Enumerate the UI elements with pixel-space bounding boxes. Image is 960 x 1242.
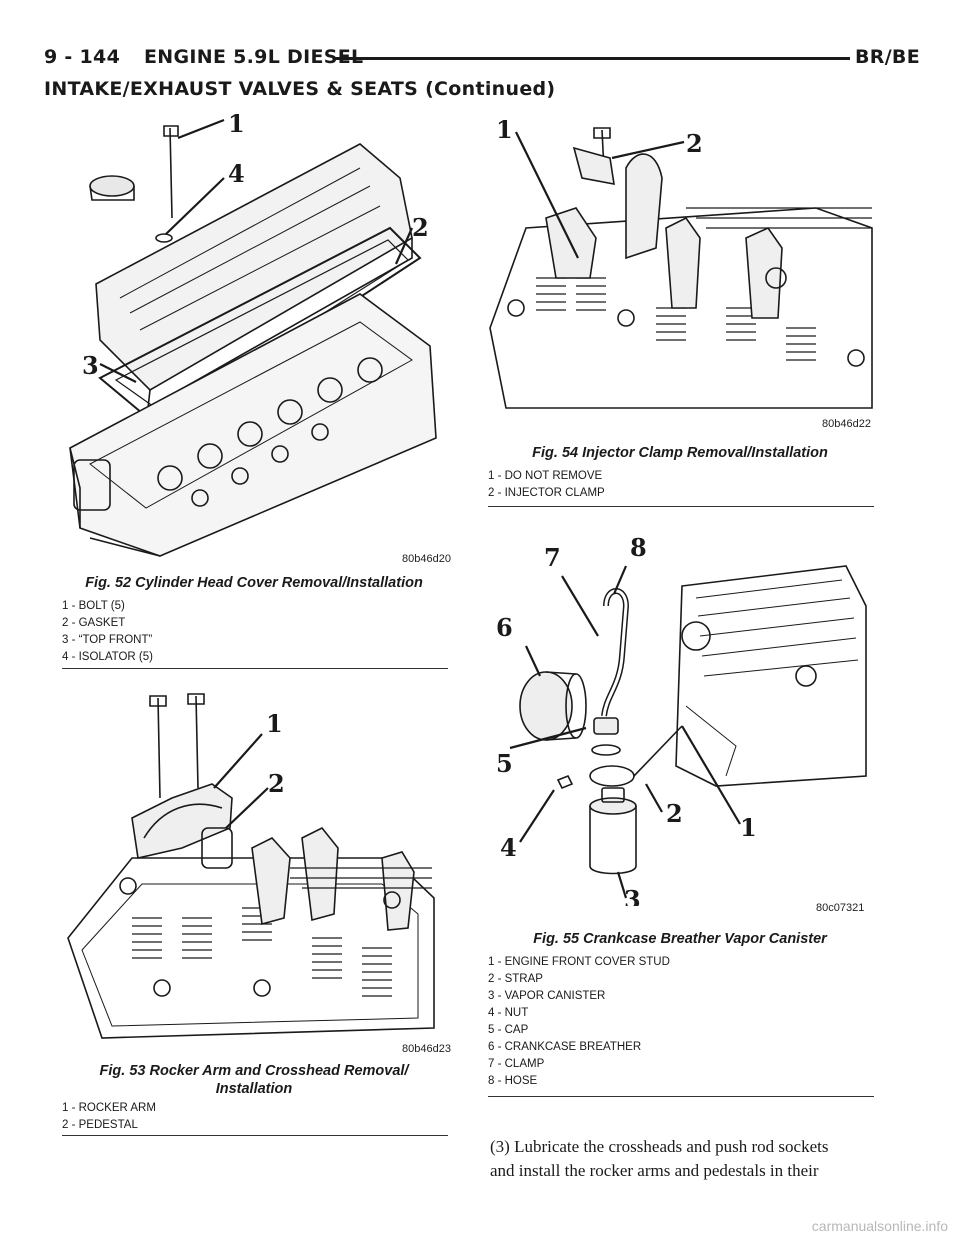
fig55-rule xyxy=(488,1096,874,1097)
section-title: INTAKE/EXHAUST VALVES & SEATS (Continued… xyxy=(44,78,556,100)
fig52-legend-item: 4 - ISOLATOR (5) xyxy=(62,651,153,663)
fig55-legend-item: 4 - NUT xyxy=(488,1007,529,1019)
fig53-legend: 1 - ROCKER ARM 2 - PEDESTAL xyxy=(62,1100,156,1134)
fig55-legend: 1 - ENGINE FRONT COVER STUD 2 - STRAP 3 … xyxy=(488,954,670,1090)
fig52-caption: Fig. 52 Cylinder Head Cover Removal/Inst… xyxy=(85,575,423,591)
fig55-legend-item: 5 - CAP xyxy=(488,1024,529,1036)
fig53-caption: Fig. 53 Rocker Arm and Crosshead Removal… xyxy=(62,1062,446,1098)
fig55-illustration: 7 8 6 5 2 1 4 3 xyxy=(486,526,876,906)
fig55-callout-1: 1 xyxy=(740,813,757,842)
fig54-legend-item: 2 - INJECTOR CLAMP xyxy=(488,487,605,499)
fig55-legend-item: 6 - CRANKCASE BREATHER xyxy=(488,1041,642,1053)
fig53-caption-line2: Installation xyxy=(215,1081,293,1097)
fig54-callout-2: 2 xyxy=(686,129,703,158)
manual-title: ENGINE 5.9L DIESEL xyxy=(144,46,364,68)
fig52-legend-item: 3 - “TOP FRONT” xyxy=(62,634,153,646)
fig55-callout-2: 2 xyxy=(666,799,683,828)
fig52-legend-item: 1 - BOLT (5) xyxy=(62,600,125,612)
fig53-callout-2: 2 xyxy=(268,769,285,798)
fig55-legend-item: 3 - VAPOR CANISTER xyxy=(488,990,606,1002)
fig53-callout-1: 1 xyxy=(266,709,283,738)
fig55-callout-5: 5 xyxy=(496,749,513,778)
fig54-code: 80b46d22 xyxy=(822,418,871,430)
fig52-code: 80b46d20 xyxy=(402,553,451,565)
fig52-rule xyxy=(62,668,448,669)
fig55-legend-item: 1 - ENGINE FRONT COVER STUD xyxy=(488,956,670,968)
header-rule xyxy=(334,57,850,60)
fig52-callout-4: 4 xyxy=(228,159,245,188)
fig52-illustration: 1 4 2 3 xyxy=(60,108,450,568)
page-number: 9 - 144 xyxy=(44,46,121,68)
fig54-callout-1: 1 xyxy=(496,115,513,144)
watermark: carmanualsonline.info xyxy=(811,1218,948,1234)
fig55-code: 80c07321 xyxy=(816,902,865,914)
fig52-legend-item: 2 - GASKET xyxy=(62,617,126,629)
fig55-legend-item: 7 - CLAMP xyxy=(488,1058,545,1070)
fig54-caption: Fig. 54 Injector Clamp Removal/Installat… xyxy=(532,445,828,461)
fig54-rule xyxy=(488,506,874,507)
fig52-callout-1: 1 xyxy=(228,109,245,138)
model-code: BR/BE xyxy=(854,46,920,68)
body-paragraph: (3) Lubricate the crossheads and push ro… xyxy=(490,1135,890,1183)
fig52-legend: 1 - BOLT (5) 2 - GASKET 3 - “TOP FRONT” … xyxy=(62,598,153,666)
fig54-legend-item: 1 - DO NOT REMOVE xyxy=(488,470,603,482)
fig53-legend-item: 1 - ROCKER ARM xyxy=(62,1102,156,1114)
fig55-caption: Fig. 55 Crankcase Breather Vapor Caniste… xyxy=(533,931,827,947)
fig55-callout-6: 6 xyxy=(496,613,513,642)
fig55-callout-8: 8 xyxy=(630,533,647,562)
fig55-callout-3: 3 xyxy=(624,885,641,906)
body-line: and install the rocker arms and pedestal… xyxy=(490,1161,819,1180)
fig53-code: 80b46d23 xyxy=(402,1043,451,1055)
fig54-illustration: 1 2 xyxy=(486,108,876,428)
fig55-legend-item: 2 - STRAP xyxy=(488,973,543,985)
body-line: (3) Lubricate the crossheads and push ro… xyxy=(490,1137,829,1156)
fig53-illustration: 1 2 xyxy=(62,688,452,1048)
fig53-rule xyxy=(62,1135,448,1136)
fig55-callout-4: 4 xyxy=(500,833,517,862)
fig52-callout-3: 3 xyxy=(82,351,99,380)
fig53-caption-line1: Fig. 53 Rocker Arm and Crosshead Removal… xyxy=(99,1063,409,1079)
fig53-legend-item: 2 - PEDESTAL xyxy=(62,1119,138,1131)
fig54-legend: 1 - DO NOT REMOVE 2 - INJECTOR CLAMP xyxy=(488,468,605,502)
page-header: 9 - 144 ENGINE 5.9L DIESEL BR/BE xyxy=(44,46,920,74)
fig52-callout-2: 2 xyxy=(412,213,429,242)
fig55-callout-7: 7 xyxy=(544,543,561,572)
fig55-legend-item: 8 - HOSE xyxy=(488,1075,538,1087)
